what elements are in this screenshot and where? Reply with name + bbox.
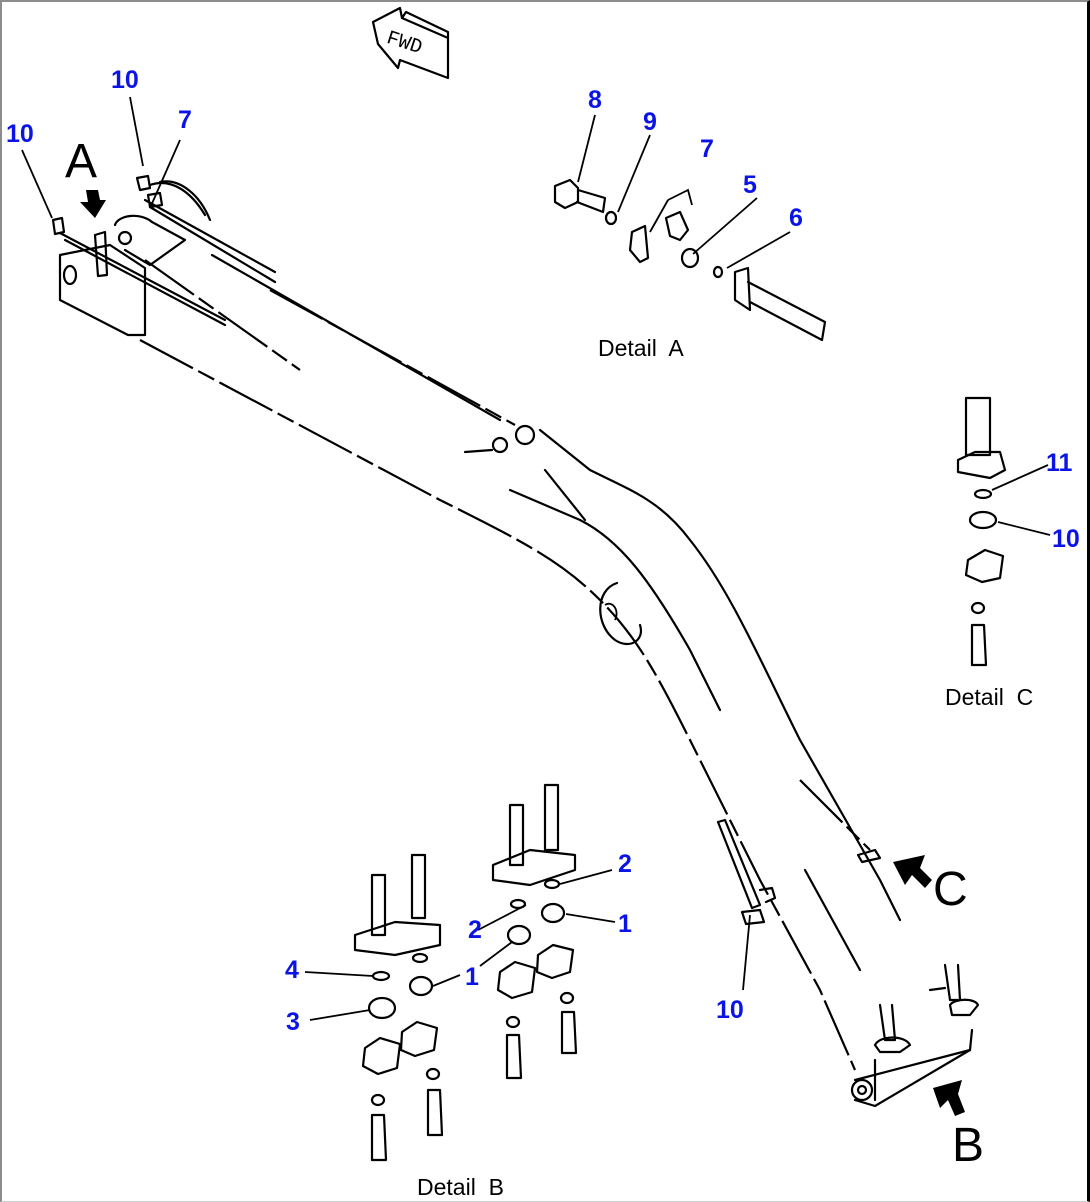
seal-icon — [367, 996, 397, 1020]
boom-base — [51, 174, 277, 337]
detail-b-callout-1-upper: 1 — [618, 910, 632, 938]
o-ring-icon — [712, 265, 724, 279]
detail-a-parts — [553, 114, 827, 342]
o-ring-icon — [371, 970, 391, 982]
detail-b-parts — [304, 783, 616, 1162]
detail-b-caption: Detail B — [417, 1174, 504, 1200]
flange-icon — [956, 450, 1007, 480]
spacer-icon — [680, 247, 700, 269]
view-b-arrow-icon — [933, 1080, 965, 1116]
callout-10-boom-base: 10 — [6, 120, 34, 148]
spacer-icon — [408, 975, 434, 997]
boom — [139, 253, 974, 1108]
clamp-half-icon — [664, 210, 690, 242]
view-a-arrow-icon — [80, 190, 106, 218]
clamp-icon — [51, 216, 66, 236]
detail-b-callout-1-lower: 1 — [465, 963, 479, 991]
detail-c-callout-11: 11 — [1046, 449, 1073, 477]
bolt-icon — [553, 178, 580, 210]
callout-10-boom-lower: 10 — [716, 996, 744, 1024]
seal-icon — [968, 510, 998, 530]
callout-10-boom-top: 10 — [111, 66, 139, 94]
clamp-icon — [964, 548, 1005, 584]
spacer-icon — [506, 924, 532, 946]
main-leader-lines — [21, 96, 751, 991]
view-letter-c: C — [933, 863, 968, 916]
detail-c-callout-10: 10 — [1052, 525, 1080, 553]
clamp-half-icon — [628, 224, 650, 264]
view-c-arrow-icon — [893, 855, 932, 888]
washer-icon — [970, 601, 986, 615]
detail-b-callout-4: 4 — [285, 956, 299, 984]
boom-clamps-lower — [716, 818, 980, 1054]
washer-icon — [604, 210, 618, 226]
fwd-label: FWD — [383, 27, 424, 60]
view-letter-a: A — [65, 135, 98, 188]
detail-a-callout-7: 7 — [700, 135, 714, 163]
detail-a-caption: Detail A — [598, 335, 684, 361]
clamp-icon — [135, 174, 152, 192]
detail-a-callout-6: 6 — [789, 204, 803, 232]
o-ring-icon — [973, 488, 993, 500]
o-ring-icon — [543, 878, 561, 890]
detail-a-callout-5: 5 — [743, 171, 757, 199]
detail-b-callout-3: 3 — [286, 1008, 300, 1036]
callout-7-boom: 7 — [178, 106, 192, 134]
pipe-icon — [964, 396, 992, 457]
detail-a-callout-9: 9 — [643, 108, 657, 136]
spacer-icon — [540, 902, 566, 924]
view-letter-b: B — [952, 1119, 985, 1172]
fwd-arrow-icon: FWD — [371, 6, 450, 80]
detail-b-callout-2-lower: 2 — [468, 916, 482, 944]
pipe-flange-icon — [733, 266, 752, 312]
detail-c-caption: Detail C — [945, 684, 1034, 710]
bolt-icon — [970, 623, 988, 667]
detail-c-parts — [956, 396, 1051, 667]
detail-b-callout-2-upper: 2 — [618, 850, 632, 878]
o-ring-icon — [411, 952, 429, 964]
o-ring-icon — [509, 898, 527, 910]
detail-a-callout-8: 8 — [588, 86, 602, 114]
